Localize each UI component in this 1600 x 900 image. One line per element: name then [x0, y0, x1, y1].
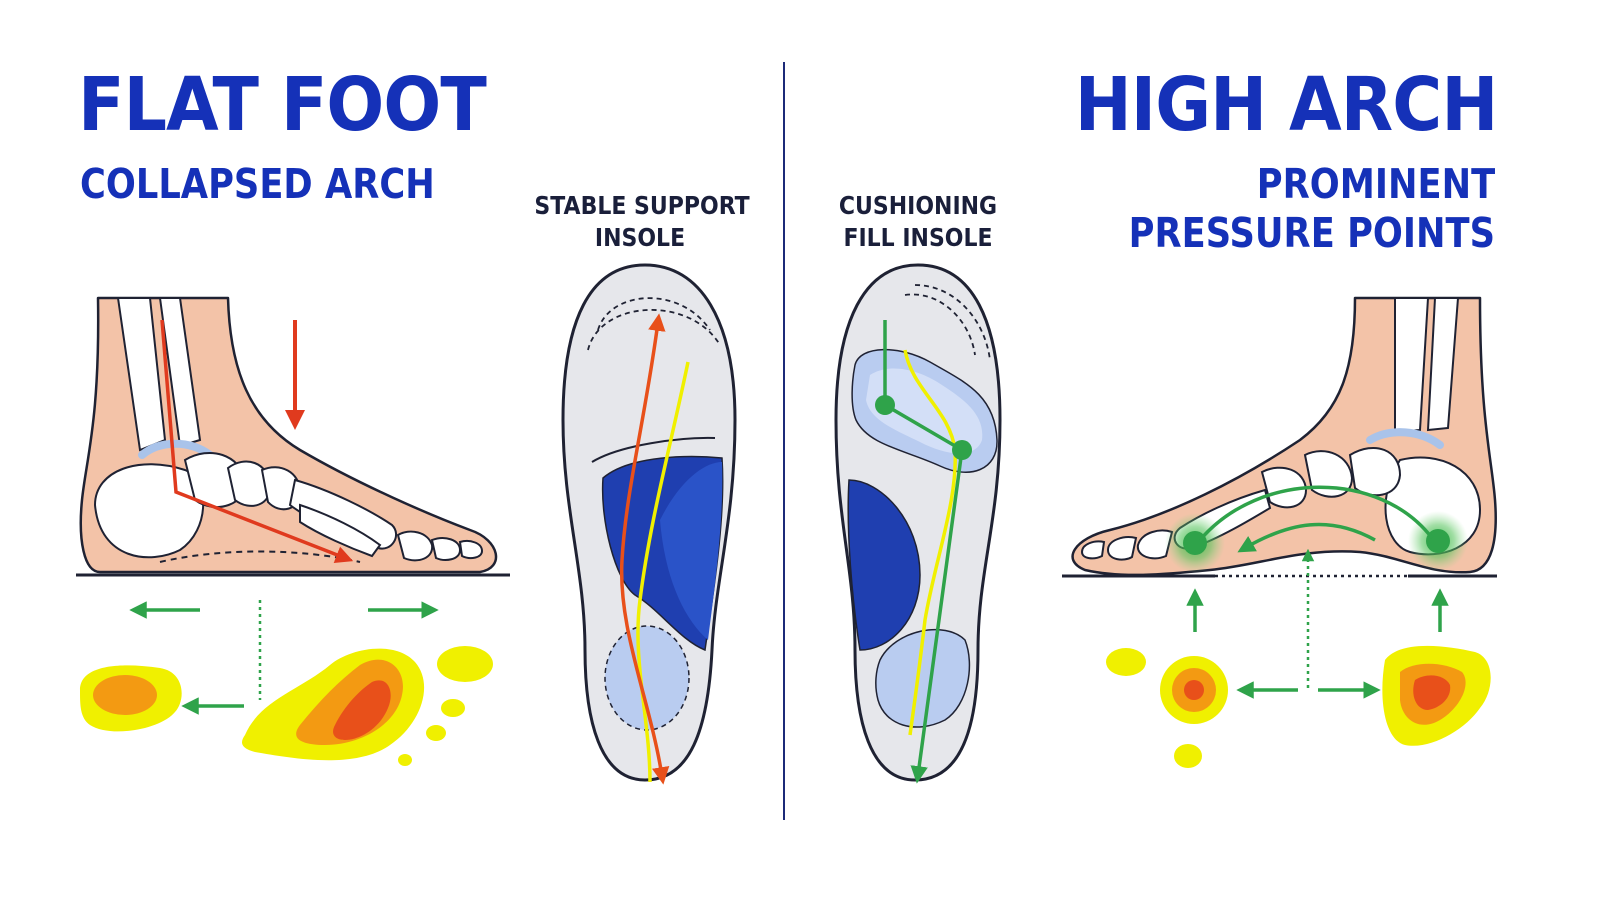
- flat-foot-toe-bone-3: [458, 540, 484, 560]
- flat-foot-heel-bone: [93, 463, 205, 559]
- cushioning-fill-insole-label: CUSHIONING FILL INSOLE: [830, 190, 1006, 254]
- flat-foot-forefoot-heat-core: [333, 680, 391, 740]
- high-arch-cuneiform-bone: [1260, 466, 1308, 509]
- stable-insole-alignment-orange: [619, 313, 670, 785]
- cushioning-label-line2: FILL INSOLE: [843, 223, 993, 252]
- cushion-insole-alignment-green: [883, 320, 964, 784]
- high-arch-toe-heat-2: [1174, 744, 1202, 768]
- cushion-insole-green-node: [875, 395, 895, 415]
- flat-foot-force-line: [160, 319, 354, 563]
- collapsed-arch-subtitle: COLLAPSED ARCH: [80, 160, 435, 208]
- high-arch-toe-heat: [1106, 648, 1146, 676]
- high-arch-navicular-bone: [1303, 450, 1354, 498]
- stable-support-label-line1: STABLE SUPPORT: [534, 191, 750, 220]
- cushion-insole-green-node-2: [952, 440, 972, 460]
- flat-foot-toe-bone: [396, 530, 434, 562]
- cushioning-label-line1: CUSHIONING: [838, 191, 998, 220]
- high-arch-heel-heat-core: [1413, 675, 1451, 710]
- high-arch-load-path: [1198, 485, 1434, 542]
- flat-foot-toe-heat-3: [426, 725, 446, 741]
- flat-foot-ankle-cartilage: [138, 439, 214, 459]
- flat-foot-toe-heat: [437, 646, 493, 682]
- flat-foot-toe-heat-4: [398, 754, 412, 766]
- high-arch-tibia: [1394, 297, 1430, 434]
- high-arch-arch-arrow: [1237, 522, 1376, 553]
- prominent-subtitle: PROMINENT: [1256, 160, 1495, 208]
- stable-insole-alignment-yellow: [636, 361, 690, 783]
- high-arch-toe-bone-2: [1106, 536, 1138, 561]
- flat-foot-metatarsal-bone-2: [299, 503, 382, 558]
- pressure-points-subtitle: PRESSURE POINTS: [1128, 209, 1495, 257]
- high-arch-forefoot-heat-core: [1184, 680, 1204, 700]
- flat-foot-fibula: [158, 297, 202, 448]
- cushion-insole-heel-pad: [875, 628, 971, 728]
- high-arch-toe-bone: [1136, 529, 1174, 560]
- stable-support-insole: [561, 263, 737, 785]
- stable-support-insole-label: STABLE SUPPORT INSOLE: [534, 190, 750, 254]
- cushion-insole-alignment-yellow: [903, 349, 958, 736]
- high-arch-diagram: [1062, 296, 1497, 768]
- stable-insole-toe-dash-2: [587, 309, 721, 351]
- high-arch-title: HIGH ARCH: [1074, 62, 1498, 148]
- high-arch-ankle-cartilage: [1366, 428, 1444, 449]
- flat-foot-toe-heat-2: [441, 699, 465, 717]
- cushion-insole-toe-dash-2: [914, 284, 991, 361]
- stable-insole-arch-highlight: [660, 462, 723, 640]
- high-arch-toe-bone-3: [1080, 540, 1106, 560]
- stable-support-label-line2: INSOLE: [594, 223, 686, 252]
- flat-foot-diagram: [76, 296, 510, 766]
- flat-foot-title: FLAT FOOT: [78, 62, 487, 148]
- high-arch-talus-bone: [1348, 446, 1402, 497]
- cushioning-fill-insole: [834, 263, 1002, 784]
- stable-insole-toe-dash: [597, 297, 711, 331]
- high-arch-fibula: [1426, 297, 1460, 432]
- flat-foot-toe-bone-2: [430, 537, 462, 561]
- flat-foot-tibia: [116, 297, 167, 452]
- cushion-insole-toe-dash: [904, 293, 976, 356]
- cushion-insole-forefoot-gel-inner: [866, 368, 983, 454]
- high-arch-heel-pressure-core: [1426, 529, 1450, 553]
- cushion-insole-arch-fill: [847, 479, 921, 651]
- flat-foot-heel-heat-core: [93, 675, 157, 715]
